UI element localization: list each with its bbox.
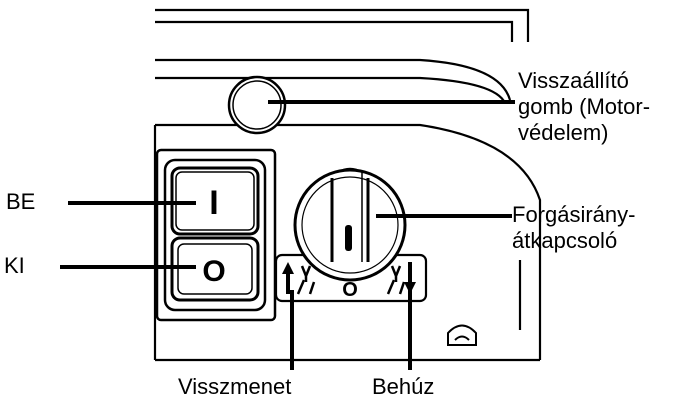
- dial-neutral-symbol: O: [342, 279, 358, 301]
- direction-dial: [274, 167, 428, 303]
- callout-reset-line-2: gomb (Motor-: [518, 93, 651, 119]
- leader-lines: [60, 100, 515, 370]
- housing-outline: [153, 8, 542, 362]
- callout-direction-line-1: Forgásirány-: [512, 202, 636, 227]
- callout-reset-line-1: Visszaállító: [518, 68, 629, 93]
- callout-direction-switch: Forgásirány- átkapcsoló: [512, 202, 635, 254]
- callout-direction-line-2: átkapcsoló: [512, 227, 618, 253]
- callout-reset-line-3: védelem): [518, 119, 609, 145]
- reset-button: [227, 75, 287, 135]
- callout-feed: Behúz: [372, 374, 435, 399]
- lock-icon: [447, 324, 477, 346]
- rocker-switch: [155, 148, 277, 322]
- callout-on: BE: [6, 189, 36, 214]
- callout-reverse: Visszmenet: [178, 374, 292, 399]
- callout-reset-button: Visszaállító gomb (Motor- védelem): [518, 68, 650, 146]
- callout-off: KI: [4, 253, 25, 278]
- reverse-icon: [282, 262, 316, 295]
- on-switch-symbol: I: [209, 184, 218, 222]
- off-switch-symbol: O: [202, 255, 225, 288]
- feed-icon: [386, 262, 416, 295]
